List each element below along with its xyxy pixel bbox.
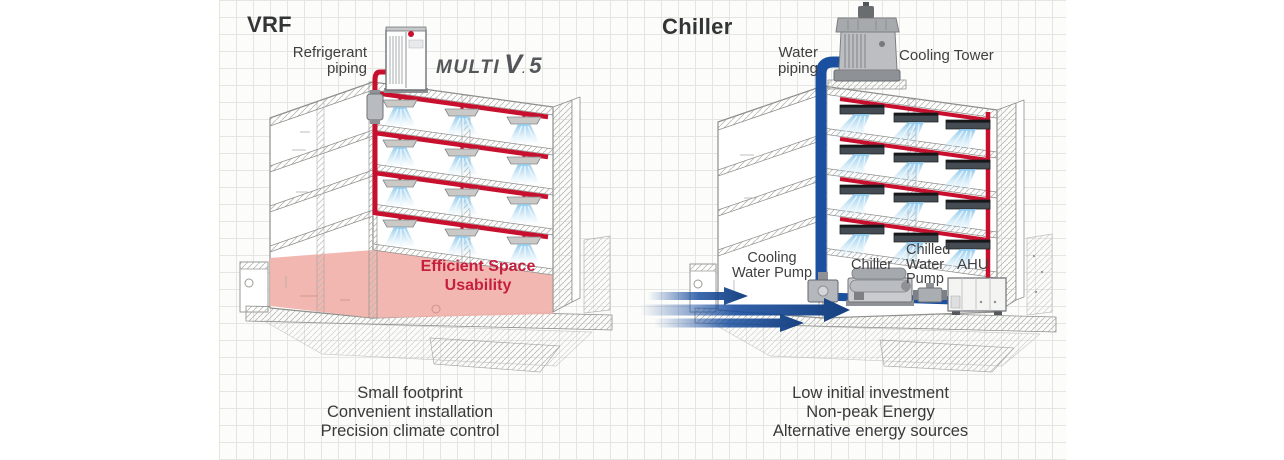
chiller-benefit-line: Alternative energy sources bbox=[772, 422, 969, 440]
vrf-benefit-line: Small footprint bbox=[357, 384, 463, 402]
water-piping-label: Water piping bbox=[777, 44, 818, 78]
chiller-building bbox=[640, 2, 1057, 373]
chilled-water-pipe bbox=[839, 97, 991, 281]
blueprint-marks bbox=[300, 295, 441, 314]
cooling-tower-label: Cooling Tower bbox=[899, 47, 994, 64]
energy-flow-arrows bbox=[640, 287, 850, 332]
cooling-water-pump-label: Cooling Water Pump bbox=[731, 250, 813, 281]
chiller-benefit-line: Low initial investment bbox=[792, 384, 949, 402]
cooling-water-pump-icon bbox=[807, 272, 839, 303]
brand-v: V bbox=[504, 49, 523, 79]
branch-unit-icon bbox=[366, 90, 384, 124]
chilled-water-pump-icon bbox=[913, 283, 947, 303]
vrf-benefit-line: Convenient installation bbox=[326, 403, 494, 421]
chiller-benefit-line: Non-peak Energy bbox=[806, 403, 935, 421]
ahu-label: AHU bbox=[957, 256, 989, 273]
vrf-benefit-line: Precision climate control bbox=[320, 422, 500, 440]
vrf-benefits-caption: Small footprint Convenient installation … bbox=[295, 384, 525, 441]
vrf-title: VRF bbox=[247, 12, 292, 37]
outdoor-unit-icon bbox=[384, 26, 428, 93]
ahu-icon bbox=[947, 277, 1007, 315]
cooling-tower-icon bbox=[827, 2, 907, 90]
gravel-dots bbox=[1032, 254, 1044, 294]
chiller-unit-icon bbox=[846, 267, 914, 306]
chiller-title: Chiller bbox=[662, 14, 733, 39]
chiller-equipment-label: Chiller bbox=[851, 257, 893, 273]
brand-dot: . bbox=[522, 64, 526, 76]
chilled-water-pump-label: Chilled Water Pump bbox=[906, 242, 951, 287]
dimension-marks-right bbox=[733, 154, 756, 292]
dimension-marks bbox=[285, 131, 310, 288]
brand-five: 5 bbox=[529, 53, 542, 78]
brand-multi: MULTI bbox=[436, 57, 501, 78]
refrigerant-piping-label: Refrigerant piping bbox=[292, 44, 367, 78]
efficient-space-label: Efficient Space Usability bbox=[420, 258, 536, 295]
efficient-space-zone bbox=[270, 250, 553, 318]
lg-logo-icon bbox=[408, 31, 414, 37]
vrf-building bbox=[239, 26, 613, 373]
chiller-benefits-caption: Low initial investment Non-peak Energy A… bbox=[748, 384, 993, 441]
